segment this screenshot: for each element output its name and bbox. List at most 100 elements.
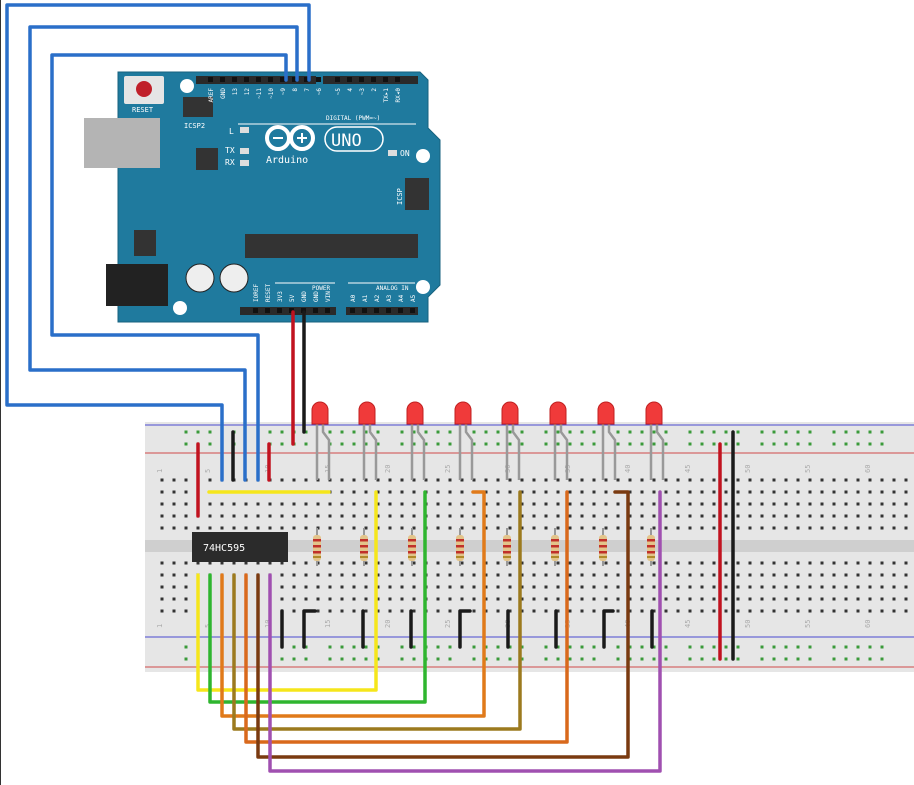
breadboard-hole[interactable] bbox=[508, 609, 512, 613]
breadboard-hole[interactable] bbox=[820, 561, 824, 565]
breadboard-hole[interactable] bbox=[820, 490, 824, 494]
breadboard-hole[interactable] bbox=[592, 585, 596, 589]
breadboard-hole[interactable] bbox=[556, 573, 560, 577]
breadboard-hole[interactable] bbox=[820, 502, 824, 506]
rail-hole[interactable] bbox=[568, 442, 572, 446]
rail-hole[interactable] bbox=[520, 657, 524, 661]
breadboard-hole[interactable] bbox=[868, 514, 872, 518]
rail-hole[interactable] bbox=[496, 442, 500, 446]
breadboard-hole[interactable] bbox=[760, 502, 764, 506]
rail-hole[interactable] bbox=[508, 442, 512, 446]
breadboard-hole[interactable] bbox=[688, 490, 692, 494]
rail-hole[interactable] bbox=[700, 442, 704, 446]
breadboard-hole[interactable] bbox=[676, 490, 680, 494]
breadboard-hole[interactable] bbox=[400, 514, 404, 518]
breadboard-hole[interactable] bbox=[304, 573, 308, 577]
analog-pin[interactable] bbox=[362, 308, 367, 313]
breadboard-hole[interactable] bbox=[760, 597, 764, 601]
rail-hole[interactable] bbox=[796, 430, 800, 434]
rail-hole[interactable] bbox=[208, 430, 212, 434]
breadboard-hole[interactable] bbox=[664, 490, 668, 494]
breadboard-hole[interactable] bbox=[736, 573, 740, 577]
breadboard-hole[interactable] bbox=[520, 490, 524, 494]
breadboard-hole[interactable] bbox=[700, 478, 704, 482]
rail-hole[interactable] bbox=[496, 657, 500, 661]
breadboard-hole[interactable] bbox=[904, 597, 908, 601]
breadboard-hole[interactable] bbox=[364, 478, 368, 482]
rail-hole[interactable] bbox=[364, 645, 368, 649]
rail-hole[interactable] bbox=[796, 657, 800, 661]
breadboard-hole[interactable] bbox=[292, 561, 296, 565]
breadboard-hole[interactable] bbox=[652, 573, 656, 577]
breadboard-hole[interactable] bbox=[172, 585, 176, 589]
breadboard-hole[interactable] bbox=[280, 561, 284, 565]
breadboard-hole[interactable] bbox=[772, 585, 776, 589]
breadboard-hole[interactable] bbox=[484, 490, 488, 494]
breadboard-hole[interactable] bbox=[772, 609, 776, 613]
breadboard-hole[interactable] bbox=[244, 502, 248, 506]
breadboard-hole[interactable] bbox=[352, 526, 356, 530]
breadboard-hole[interactable] bbox=[796, 502, 800, 506]
breadboard-hole[interactable] bbox=[472, 561, 476, 565]
breadboard-hole[interactable] bbox=[652, 478, 656, 482]
breadboard-hole[interactable] bbox=[676, 573, 680, 577]
breadboard-hole[interactable] bbox=[808, 478, 812, 482]
breadboard-hole[interactable] bbox=[436, 478, 440, 482]
breadboard-hole[interactable] bbox=[400, 609, 404, 613]
rail-hole[interactable] bbox=[400, 430, 404, 434]
rail-hole[interactable] bbox=[340, 657, 344, 661]
red-led[interactable] bbox=[549, 401, 567, 425]
rail-hole[interactable] bbox=[376, 430, 380, 434]
rail-hole[interactable] bbox=[832, 430, 836, 434]
breadboard-hole[interactable] bbox=[388, 526, 392, 530]
digital-pin[interactable] bbox=[316, 77, 321, 82]
breadboard-hole[interactable] bbox=[352, 490, 356, 494]
breadboard-hole[interactable] bbox=[892, 514, 896, 518]
breadboard-hole[interactable] bbox=[364, 573, 368, 577]
breadboard-hole[interactable] bbox=[580, 597, 584, 601]
breadboard-hole[interactable] bbox=[676, 478, 680, 482]
red-led[interactable] bbox=[501, 401, 519, 425]
breadboard-hole[interactable] bbox=[172, 561, 176, 565]
breadboard-hole[interactable] bbox=[748, 502, 752, 506]
breadboard-hole[interactable] bbox=[688, 561, 692, 565]
breadboard-hole[interactable] bbox=[808, 597, 812, 601]
breadboard-hole[interactable] bbox=[316, 585, 320, 589]
breadboard-hole[interactable] bbox=[892, 478, 896, 482]
breadboard-hole[interactable] bbox=[820, 478, 824, 482]
breadboard-hole[interactable] bbox=[664, 573, 668, 577]
breadboard-hole[interactable] bbox=[532, 478, 536, 482]
breadboard-hole[interactable] bbox=[880, 573, 884, 577]
digital-pin[interactable] bbox=[395, 77, 400, 82]
breadboard-hole[interactable] bbox=[832, 609, 836, 613]
breadboard-hole[interactable] bbox=[748, 561, 752, 565]
breadboard-hole[interactable] bbox=[352, 609, 356, 613]
breadboard-hole[interactable] bbox=[568, 478, 572, 482]
analog-pin[interactable] bbox=[410, 308, 415, 313]
breadboard-hole[interactable] bbox=[484, 573, 488, 577]
rail-hole[interactable] bbox=[520, 645, 524, 649]
breadboard-hole[interactable] bbox=[616, 478, 620, 482]
breadboard-hole[interactable] bbox=[472, 609, 476, 613]
breadboard-hole[interactable] bbox=[772, 573, 776, 577]
breadboard-hole[interactable] bbox=[340, 490, 344, 494]
breadboard-hole[interactable] bbox=[160, 502, 164, 506]
breadboard-hole[interactable] bbox=[328, 597, 332, 601]
breadboard-hole[interactable] bbox=[520, 526, 524, 530]
rail-hole[interactable] bbox=[880, 645, 884, 649]
breadboard-hole[interactable] bbox=[868, 573, 872, 577]
breadboard-hole[interactable] bbox=[592, 478, 596, 482]
red-led[interactable] bbox=[645, 401, 663, 425]
analog-pin[interactable] bbox=[374, 308, 379, 313]
breadboard-hole[interactable] bbox=[868, 597, 872, 601]
breadboard-hole[interactable] bbox=[856, 585, 860, 589]
analog-pin[interactable] bbox=[386, 308, 391, 313]
breadboard-hole[interactable] bbox=[628, 609, 632, 613]
breadboard-hole[interactable] bbox=[556, 478, 560, 482]
rail-hole[interactable] bbox=[544, 657, 548, 661]
breadboard-hole[interactable] bbox=[652, 597, 656, 601]
breadboard-hole[interactable] bbox=[340, 573, 344, 577]
breadboard-hole[interactable] bbox=[856, 609, 860, 613]
breadboard-hole[interactable] bbox=[904, 514, 908, 518]
breadboard-hole[interactable] bbox=[820, 585, 824, 589]
